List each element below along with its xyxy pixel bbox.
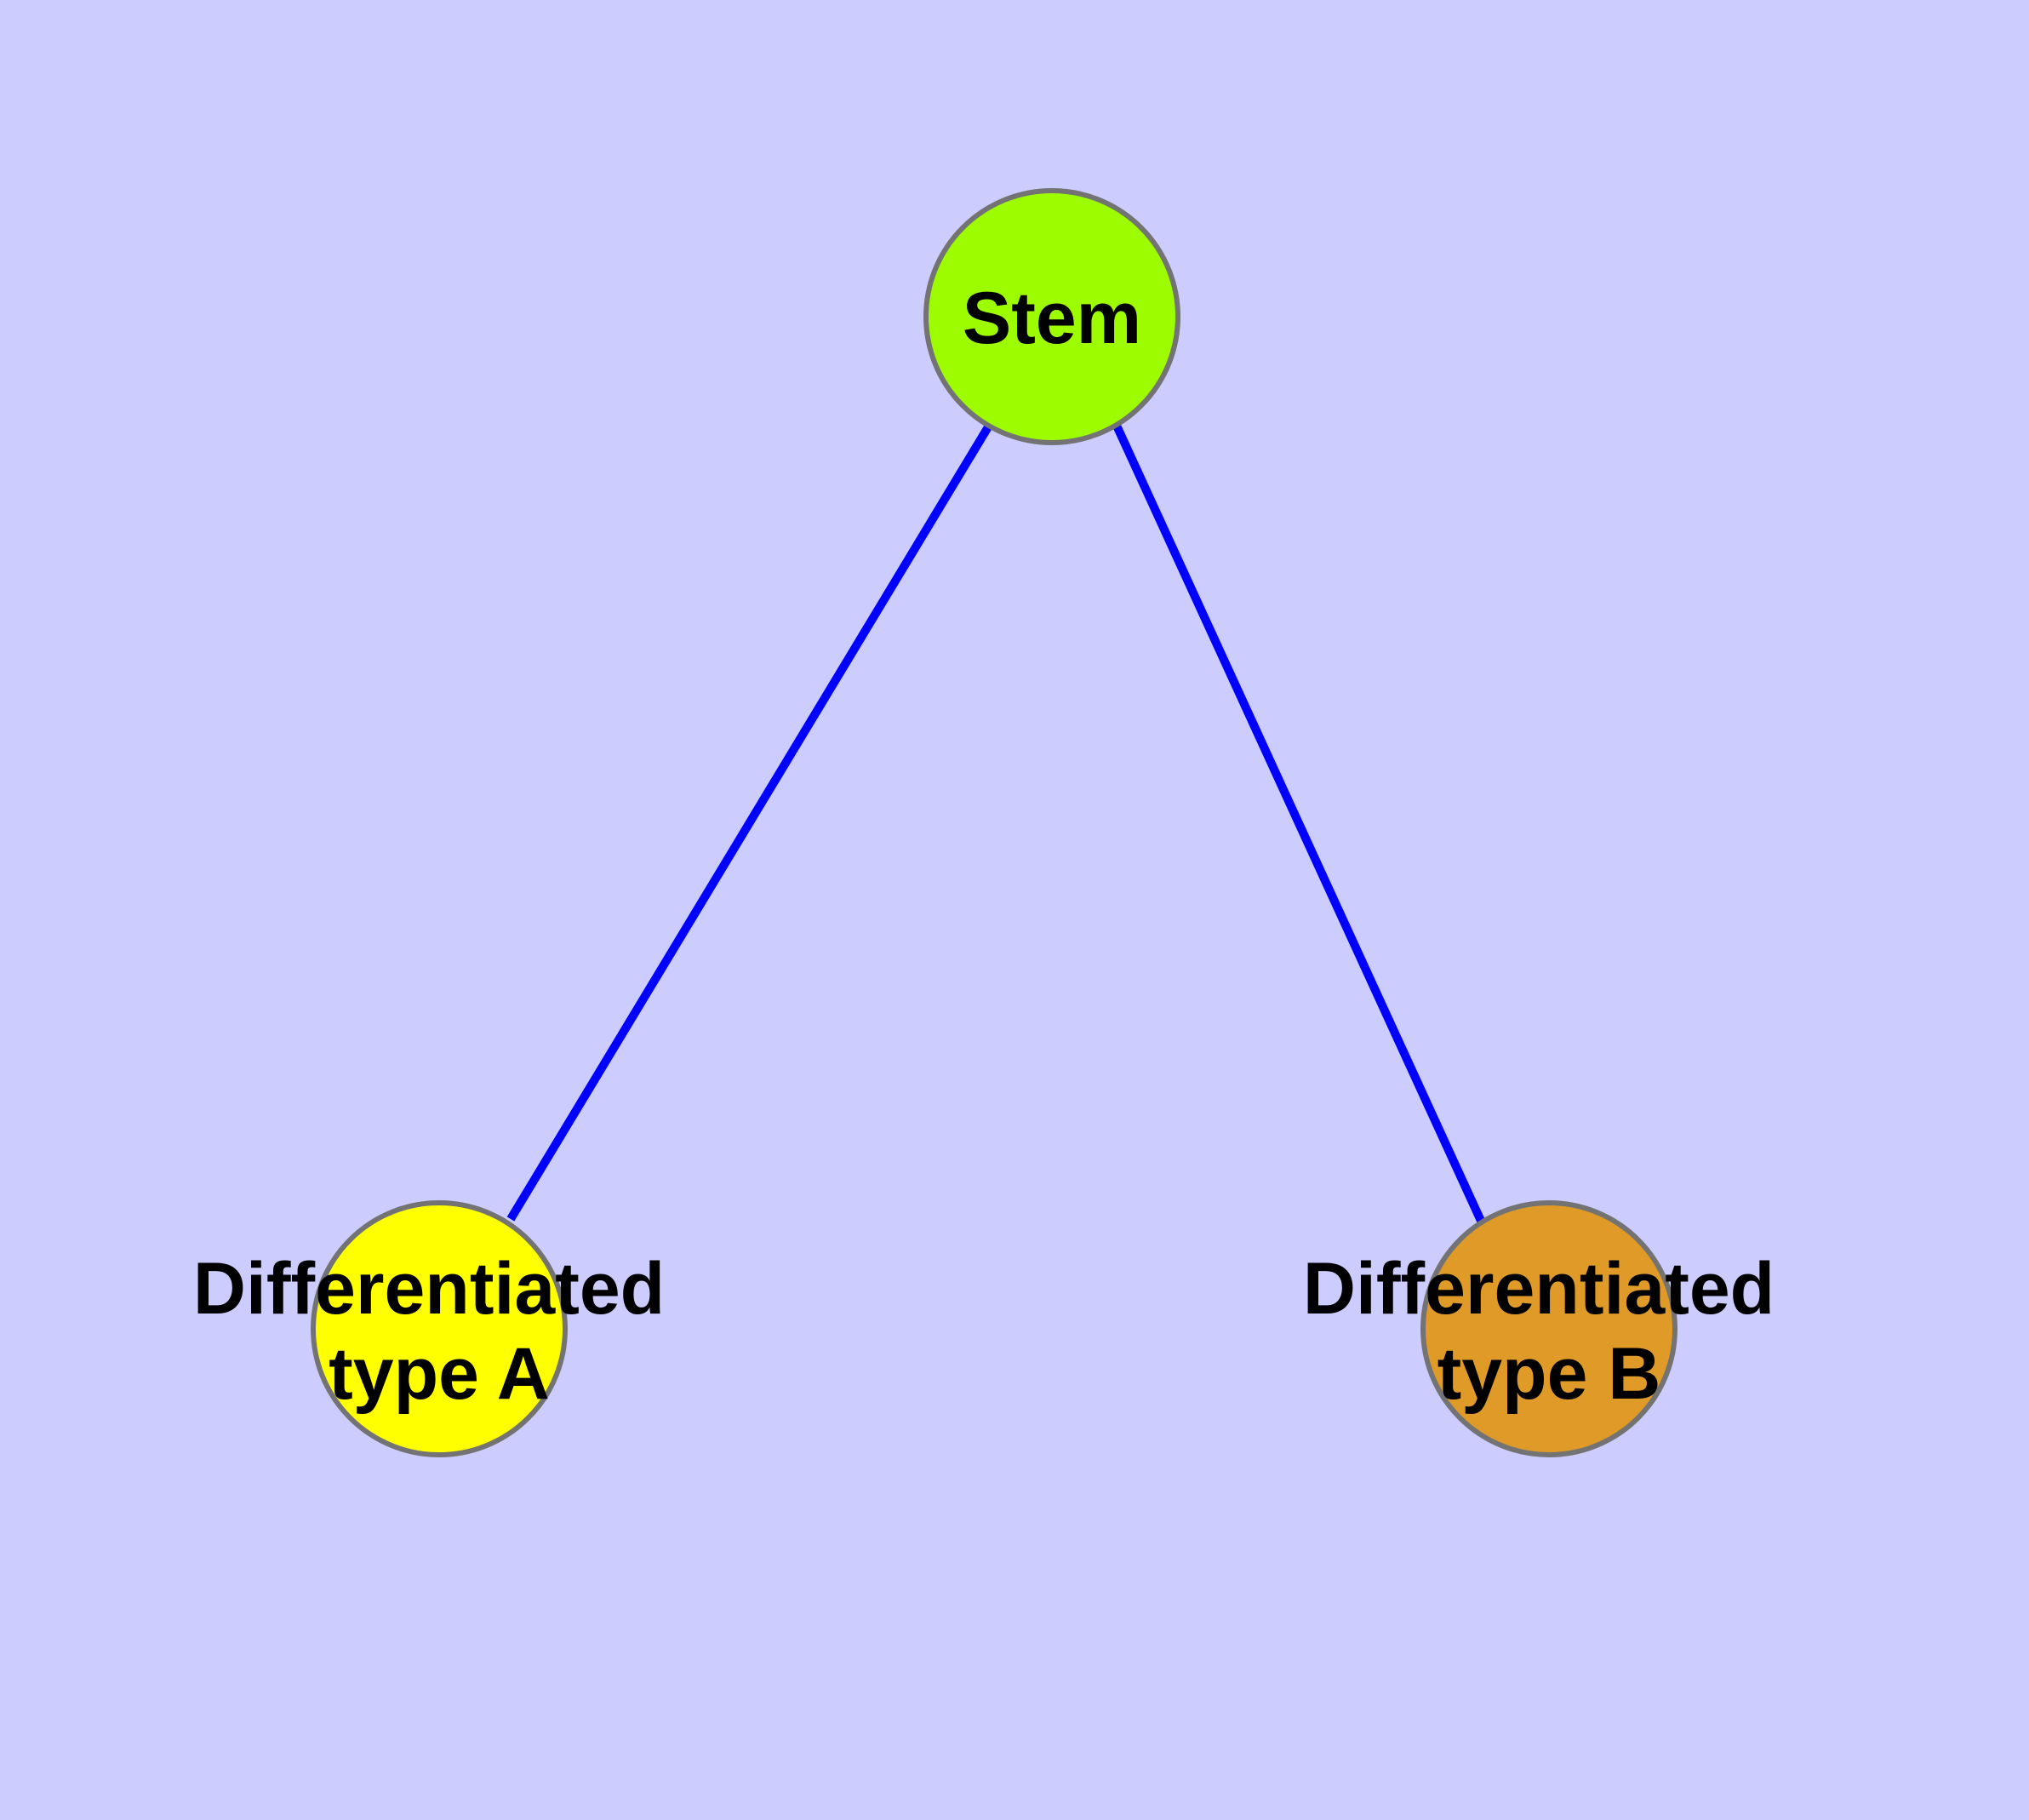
node-differentiated-type-b-label-line-2: type B	[1437, 1333, 1661, 1415]
node-differentiated-type-a-label-line-1: Differentiated	[193, 1248, 665, 1330]
edge-layer	[506, 423, 1485, 1223]
node-differentiated-type-a-label: Differentiated type A	[193, 1248, 685, 1415]
node-differentiated-type-a[interactable]: Differentiated type A	[193, 1200, 685, 1457]
node-differentiated-type-b[interactable]: Differentiated type B	[1303, 1200, 1795, 1457]
node-differentiated-type-a-circle[interactable]	[311, 1200, 568, 1457]
node-layer: Stem Differentiated type A Differentiate…	[193, 188, 1795, 1457]
node-stem-label-line-1: Stem	[963, 278, 1141, 359]
node-stem-label: Stem	[963, 278, 1141, 359]
node-stem[interactable]: Stem	[923, 188, 1180, 445]
node-stem-circle[interactable]	[923, 188, 1180, 445]
node-differentiated-type-b-label: Differentiated type B	[1303, 1248, 1795, 1415]
edge-stem-to-differentiated-type-b[interactable]	[1112, 423, 1485, 1223]
node-differentiated-type-b-circle[interactable]	[1420, 1200, 1677, 1457]
node-differentiated-type-a-label-line-2: type A	[329, 1333, 550, 1415]
edge-stem-to-differentiated-type-a[interactable]	[506, 423, 993, 1222]
node-differentiated-type-b-label-line-1: Differentiated	[1303, 1248, 1775, 1330]
